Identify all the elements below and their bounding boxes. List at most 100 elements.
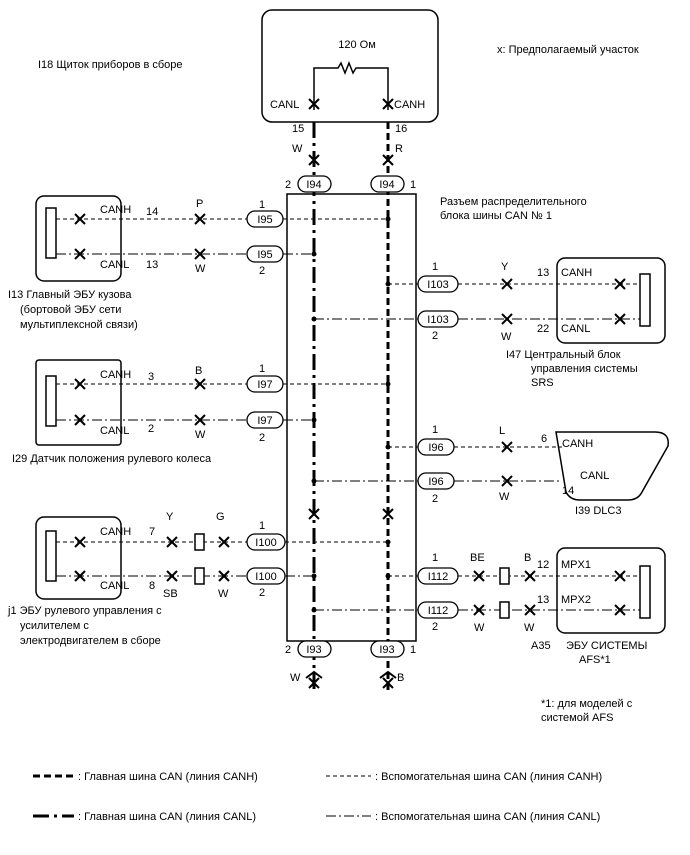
footnote-1: *1: для моделей с xyxy=(541,698,633,710)
dlc3-canl: CANL xyxy=(580,470,609,482)
resistor-label: 120 Ом xyxy=(338,39,376,51)
afs-id: A35 xyxy=(531,640,551,652)
steering-wire-canl: W xyxy=(195,429,206,441)
body-ecu-pin-canh: 14 xyxy=(146,206,158,218)
connector-i103-top-label: I103 xyxy=(427,279,448,291)
afs-pin-mpx1: 12 xyxy=(537,559,549,571)
connector-i94-left xyxy=(297,175,332,193)
eps-pin-canl: 8 xyxy=(149,580,155,592)
dlc3-title: I39 DLC3 xyxy=(575,505,621,517)
suspect-mark xyxy=(74,213,86,225)
eps-canl: CANL xyxy=(100,580,129,592)
splice-point xyxy=(311,316,317,322)
connector-i112-pin-bottom: 2 xyxy=(432,621,438,633)
bottom-wire-left: W xyxy=(290,672,301,684)
connector-i97-top-label: I97 xyxy=(257,379,272,391)
connector-i97-pin-bottom: 2 xyxy=(259,432,265,444)
afs-title-2: AFS*1 xyxy=(579,654,611,666)
steering-sensor-title: I29 Датчик положения рулевого колеса xyxy=(12,453,212,465)
body-ecu-canh: CANH xyxy=(100,204,131,216)
eps-title-2: усилителем с xyxy=(20,620,89,632)
afs-pin-mpx2: 13 xyxy=(537,594,549,606)
srs-canh: CANH xyxy=(561,267,592,279)
connector-i100-pin-bottom: 2 xyxy=(259,587,265,599)
connector-i95-top-label: I95 xyxy=(257,214,272,226)
afs-wire-a1: BE xyxy=(470,552,485,564)
srs-pin-canl: 22 xyxy=(537,323,549,335)
body-ecu-pin-canl: 13 xyxy=(146,259,158,271)
arrow-down-right xyxy=(379,670,397,679)
eps-pin-canh: 7 xyxy=(149,526,155,538)
splice-point xyxy=(311,417,317,423)
dlc3-canh: CANH xyxy=(562,438,593,450)
afs-mpx2: MPX2 xyxy=(561,594,591,606)
srs-title-2: управления системы xyxy=(531,363,638,375)
dlc3-wire-canh: L xyxy=(499,425,505,437)
steering-sensor-box xyxy=(35,359,122,446)
meter-canh-label: CANH xyxy=(394,99,425,111)
body-ecu-title-2: (бортовой ЭБУ сети xyxy=(20,304,121,316)
connector-i94-pin-left: 2 xyxy=(285,179,291,191)
connector-i94-right-label: I94 xyxy=(379,179,394,191)
connector-i103-pin-bottom: 2 xyxy=(432,330,438,342)
suspect-note: x: Предполагаемый участок xyxy=(497,44,639,56)
suspect-mark xyxy=(74,536,86,548)
connector-i94-left-label: I94 xyxy=(306,179,321,191)
legend-aux-canl: : Вспомогательная шина CAN (линия CANL) xyxy=(375,811,600,823)
afs-box xyxy=(556,547,666,634)
connector-i96-pin-top: 1 xyxy=(432,424,438,436)
connector-i93-left-label: I93 xyxy=(306,644,321,656)
eps-inline-connector xyxy=(194,533,205,551)
combination-meter-box xyxy=(261,9,439,123)
meter-pin-canl: 15 xyxy=(292,123,304,135)
junction-block xyxy=(286,193,417,642)
connector-i95-pin-top: 1 xyxy=(259,199,265,211)
afs-connector xyxy=(639,565,651,619)
afs-wire-b2: W xyxy=(524,622,535,634)
meter-canl-label: CANL xyxy=(270,99,299,111)
connector-i94-pin-right: 1 xyxy=(410,179,416,191)
connector-i103-pin-top: 1 xyxy=(432,261,438,273)
connector-i112-top-label: I112 xyxy=(428,571,449,583)
eps-box xyxy=(35,516,122,600)
splice-point xyxy=(311,251,317,257)
connector-i100-pin-top: 1 xyxy=(259,520,265,532)
splice-point xyxy=(385,539,391,545)
body-ecu-connector xyxy=(45,207,57,259)
steering-sensor-connector xyxy=(45,375,57,427)
body-ecu-title-1: I13 Главный ЭБУ кузова xyxy=(8,289,132,301)
afs-title-1: ЭБУ СИСТЕМЫ xyxy=(566,640,647,652)
arrow-down-left xyxy=(305,670,323,679)
srs-wire-canh: Y xyxy=(501,261,509,273)
splice-point xyxy=(311,573,317,579)
eps-wire-h2: G xyxy=(216,511,225,523)
connector-i96-bottom-label: I96 xyxy=(428,476,443,488)
meter-title: I18 Щиток приборов в сборе xyxy=(38,59,183,71)
connector-i95-bottom-label: I95 xyxy=(257,249,272,261)
eps-title-1: j1 ЭБУ рулевого управления с xyxy=(7,605,162,617)
splice-point xyxy=(385,216,391,222)
srs-title-3: SRS xyxy=(531,377,554,389)
junction-block-title: Разъем распределительного xyxy=(440,196,587,208)
eps-wire-l2: W xyxy=(218,588,229,600)
connector-i100-bottom-label: I100 xyxy=(255,571,276,583)
steering-wire-canh: B xyxy=(195,365,202,377)
srs-wire-canl: W xyxy=(501,331,512,343)
steering-canl: CANL xyxy=(100,425,129,437)
eps-inline-connector xyxy=(194,567,205,585)
terminating-resistor xyxy=(313,60,389,110)
meter-pin-canh: 16 xyxy=(395,123,407,135)
splice-point xyxy=(385,444,391,450)
afs-mpx1: MPX1 xyxy=(561,559,591,571)
steering-pin-canl: 2 xyxy=(148,423,154,435)
connector-i95-pin-bottom: 2 xyxy=(259,265,265,277)
connector-i97-pin-top: 1 xyxy=(259,363,265,375)
eps-wire-h1: Y xyxy=(166,511,174,523)
meter-wire-canh: R xyxy=(395,143,403,155)
connector-i97-bottom-label: I97 xyxy=(257,415,272,427)
body-ecu-canl: CANL xyxy=(100,259,129,271)
body-ecu-title-3: мультиплексной связи) xyxy=(20,319,138,331)
body-ecu-wire-canl: W xyxy=(195,263,206,275)
legend-main-canh: : Главная шина CAN (линия CANH) xyxy=(78,771,258,783)
